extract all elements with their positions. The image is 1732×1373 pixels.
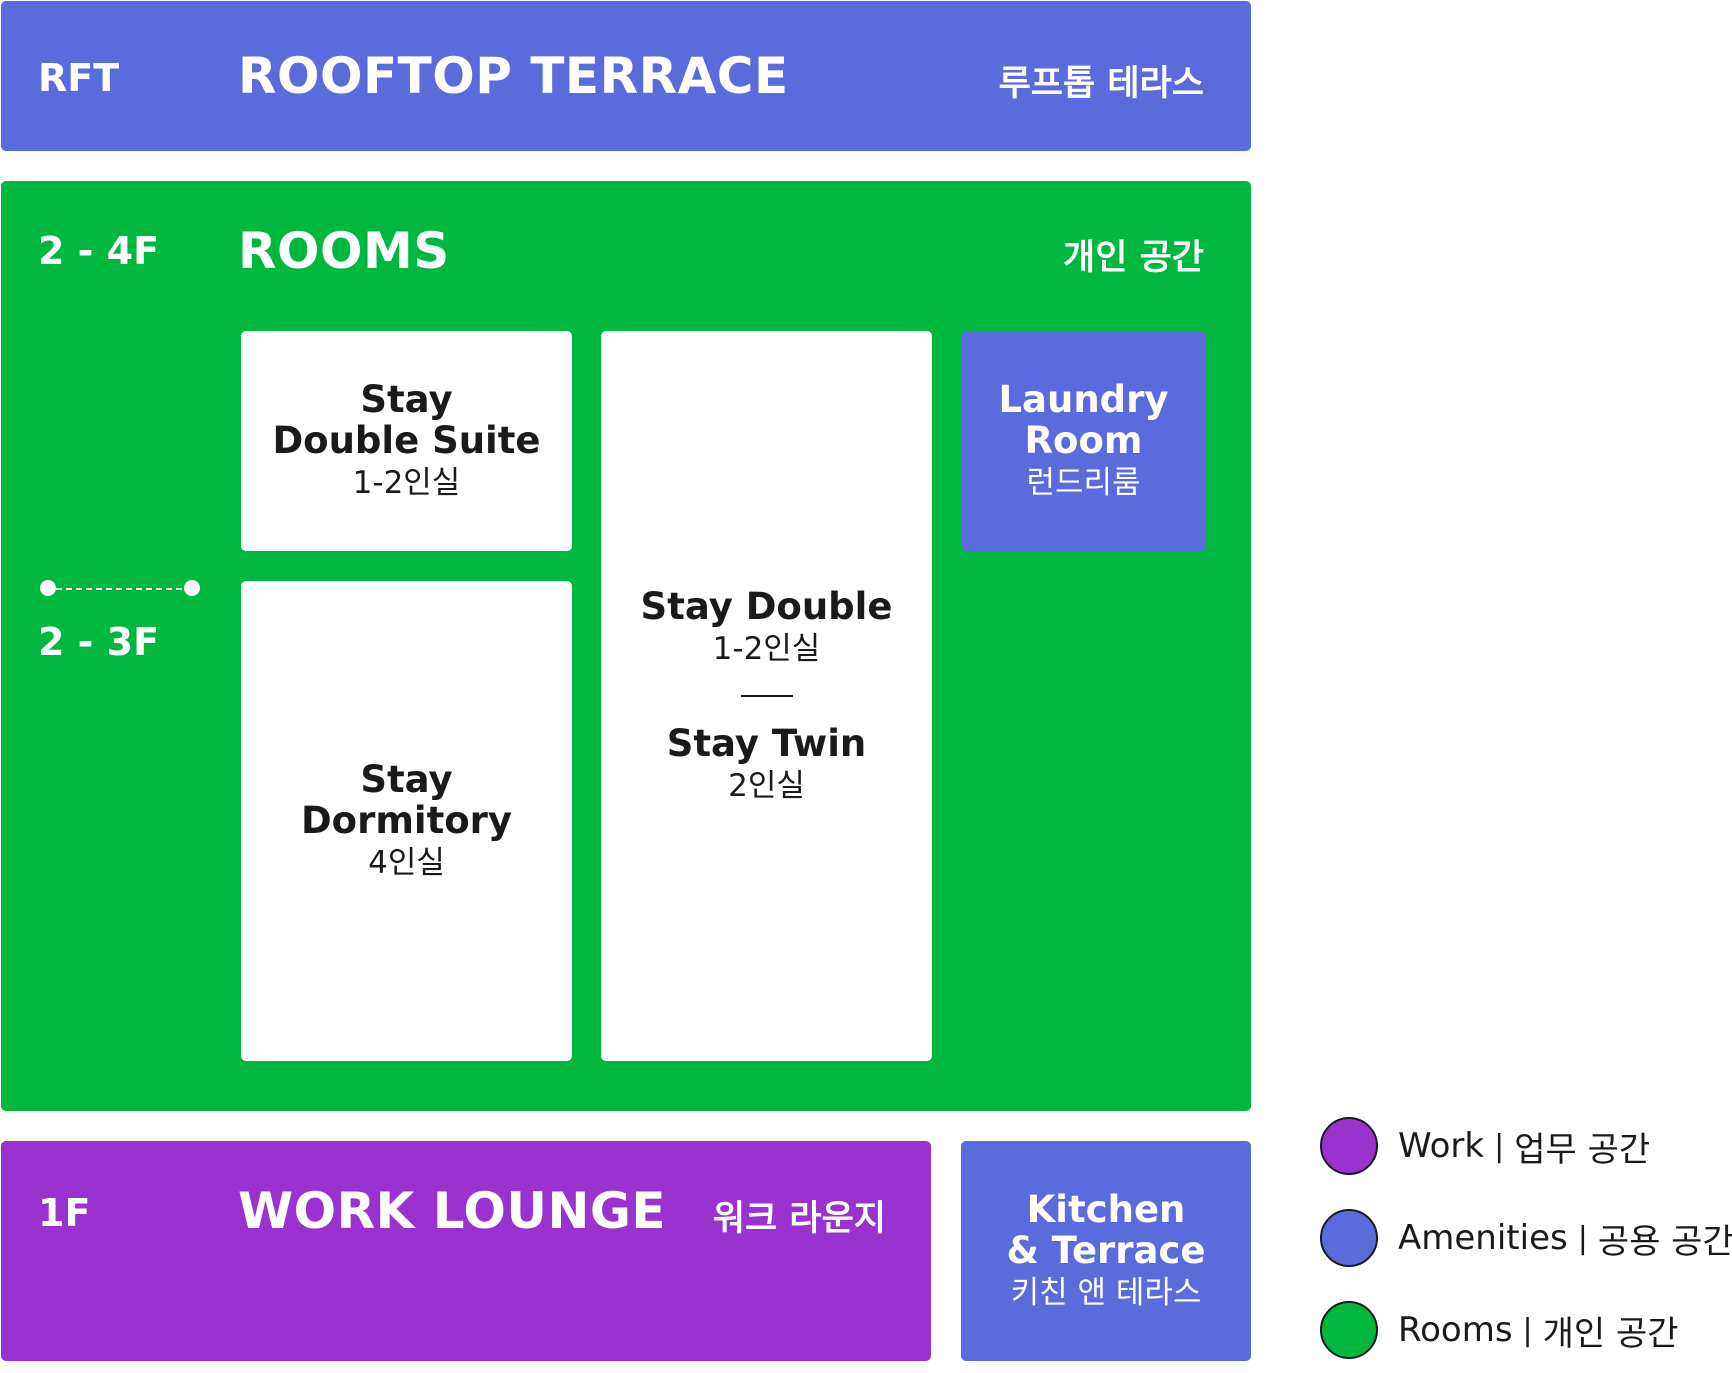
rooms-title-kr: 개인 공간 [1063, 238, 1204, 278]
floor-range-start-dot [40, 580, 56, 596]
dormitory-room-label: Stay Dormitory 4인실 [241, 581, 572, 1061]
legend-swatch-rooms [1320, 1301, 1378, 1359]
double-suite-name-line2: Double Suite [272, 419, 541, 462]
work-lounge-title: WORK LOUNGE [238, 1182, 667, 1240]
laundry-name-line1: Laundry [998, 378, 1169, 421]
rooftop-floor-label: RFT [38, 56, 120, 100]
floor-range-end-dot [184, 580, 200, 596]
rooms-floor-bottom-label: 2 - 3F [38, 620, 160, 664]
work-lounge-floor-label: 1F [38, 1191, 91, 1235]
kitchen-terrace-label: Kitchen & Terrace 키친 앤 테라스 [961, 1141, 1251, 1361]
legend-label-rooms-kr: 개인 공간 [1542, 1313, 1679, 1354]
legend-label-work: Work [1398, 1126, 1485, 1166]
stay-twin-capacity: 2인실 [728, 768, 805, 804]
laundry-room [961, 331, 1206, 551]
legend-item-rooms: Rooms | 개인 공간 [1320, 1301, 1679, 1359]
kitchen-name-line1: Kitchen [1026, 1188, 1186, 1231]
dormitory-name-line2: Dormitory [300, 799, 513, 842]
dormitory-room [241, 581, 572, 1061]
kitchen-terrace-block [961, 1141, 1251, 1361]
kitchen-name-kr: 키친 앤 테라스 [1010, 1275, 1202, 1311]
legend-label-amenities-kr: 공용 공간 [1597, 1221, 1732, 1262]
stay-double-capacity: 1-2인실 [712, 631, 821, 667]
laundry-name-line2: Room [1024, 419, 1143, 462]
legend-item-work: Work | 업무 공간 [1320, 1117, 1650, 1175]
kitchen-name-line2: & Terrace [1006, 1229, 1206, 1272]
stay-double-twin-room-label: Stay Double 1-2인실 Stay Twin 2인실 [601, 331, 932, 1061]
legend-separator: | [1577, 1220, 1588, 1256]
rooftop-title-kr: 루프톱 테라스 [998, 64, 1204, 104]
dormitory-capacity: 4인실 [368, 845, 445, 881]
legend-item-amenities: Amenities | 공용 공간 [1320, 1209, 1732, 1267]
double-suite-room-label: Stay Double Suite 1-2인실 [241, 331, 572, 551]
rooms-floor-top-label: 2 - 4F [38, 229, 160, 273]
room-divider-line [740, 695, 793, 697]
work-lounge-title-kr: 워크 라운지 [712, 1199, 886, 1239]
legend-label-rooms: Rooms [1398, 1310, 1513, 1350]
double-suite-room [241, 331, 572, 551]
rooftop-terrace-block [1, 1, 1251, 151]
legend-separator: | [1494, 1128, 1505, 1164]
laundry-name-kr: 런드리룸 [1026, 465, 1141, 501]
legend-swatch-work [1320, 1117, 1378, 1175]
laundry-room-label: Laundry Room 런드리룸 [961, 331, 1206, 551]
stay-double-name: Stay Double [640, 585, 893, 628]
double-suite-capacity: 1-2인실 [352, 465, 461, 501]
dormitory-name-line1: Stay [360, 758, 453, 801]
double-suite-name-line1: Stay [360, 378, 453, 421]
legend-label-work-kr: 업무 공간 [1514, 1129, 1651, 1170]
legend-swatch-amenities [1320, 1209, 1378, 1267]
work-lounge-block [1, 1141, 931, 1361]
rooftop-title: ROOFTOP TERRACE [238, 47, 789, 105]
legend-separator: | [1522, 1312, 1533, 1348]
floor-range-divider [56, 588, 192, 590]
rooms-title: ROOMS [238, 222, 450, 280]
stay-twin-name: Stay Twin [666, 722, 867, 765]
legend-label-amenities: Amenities [1398, 1218, 1568, 1258]
